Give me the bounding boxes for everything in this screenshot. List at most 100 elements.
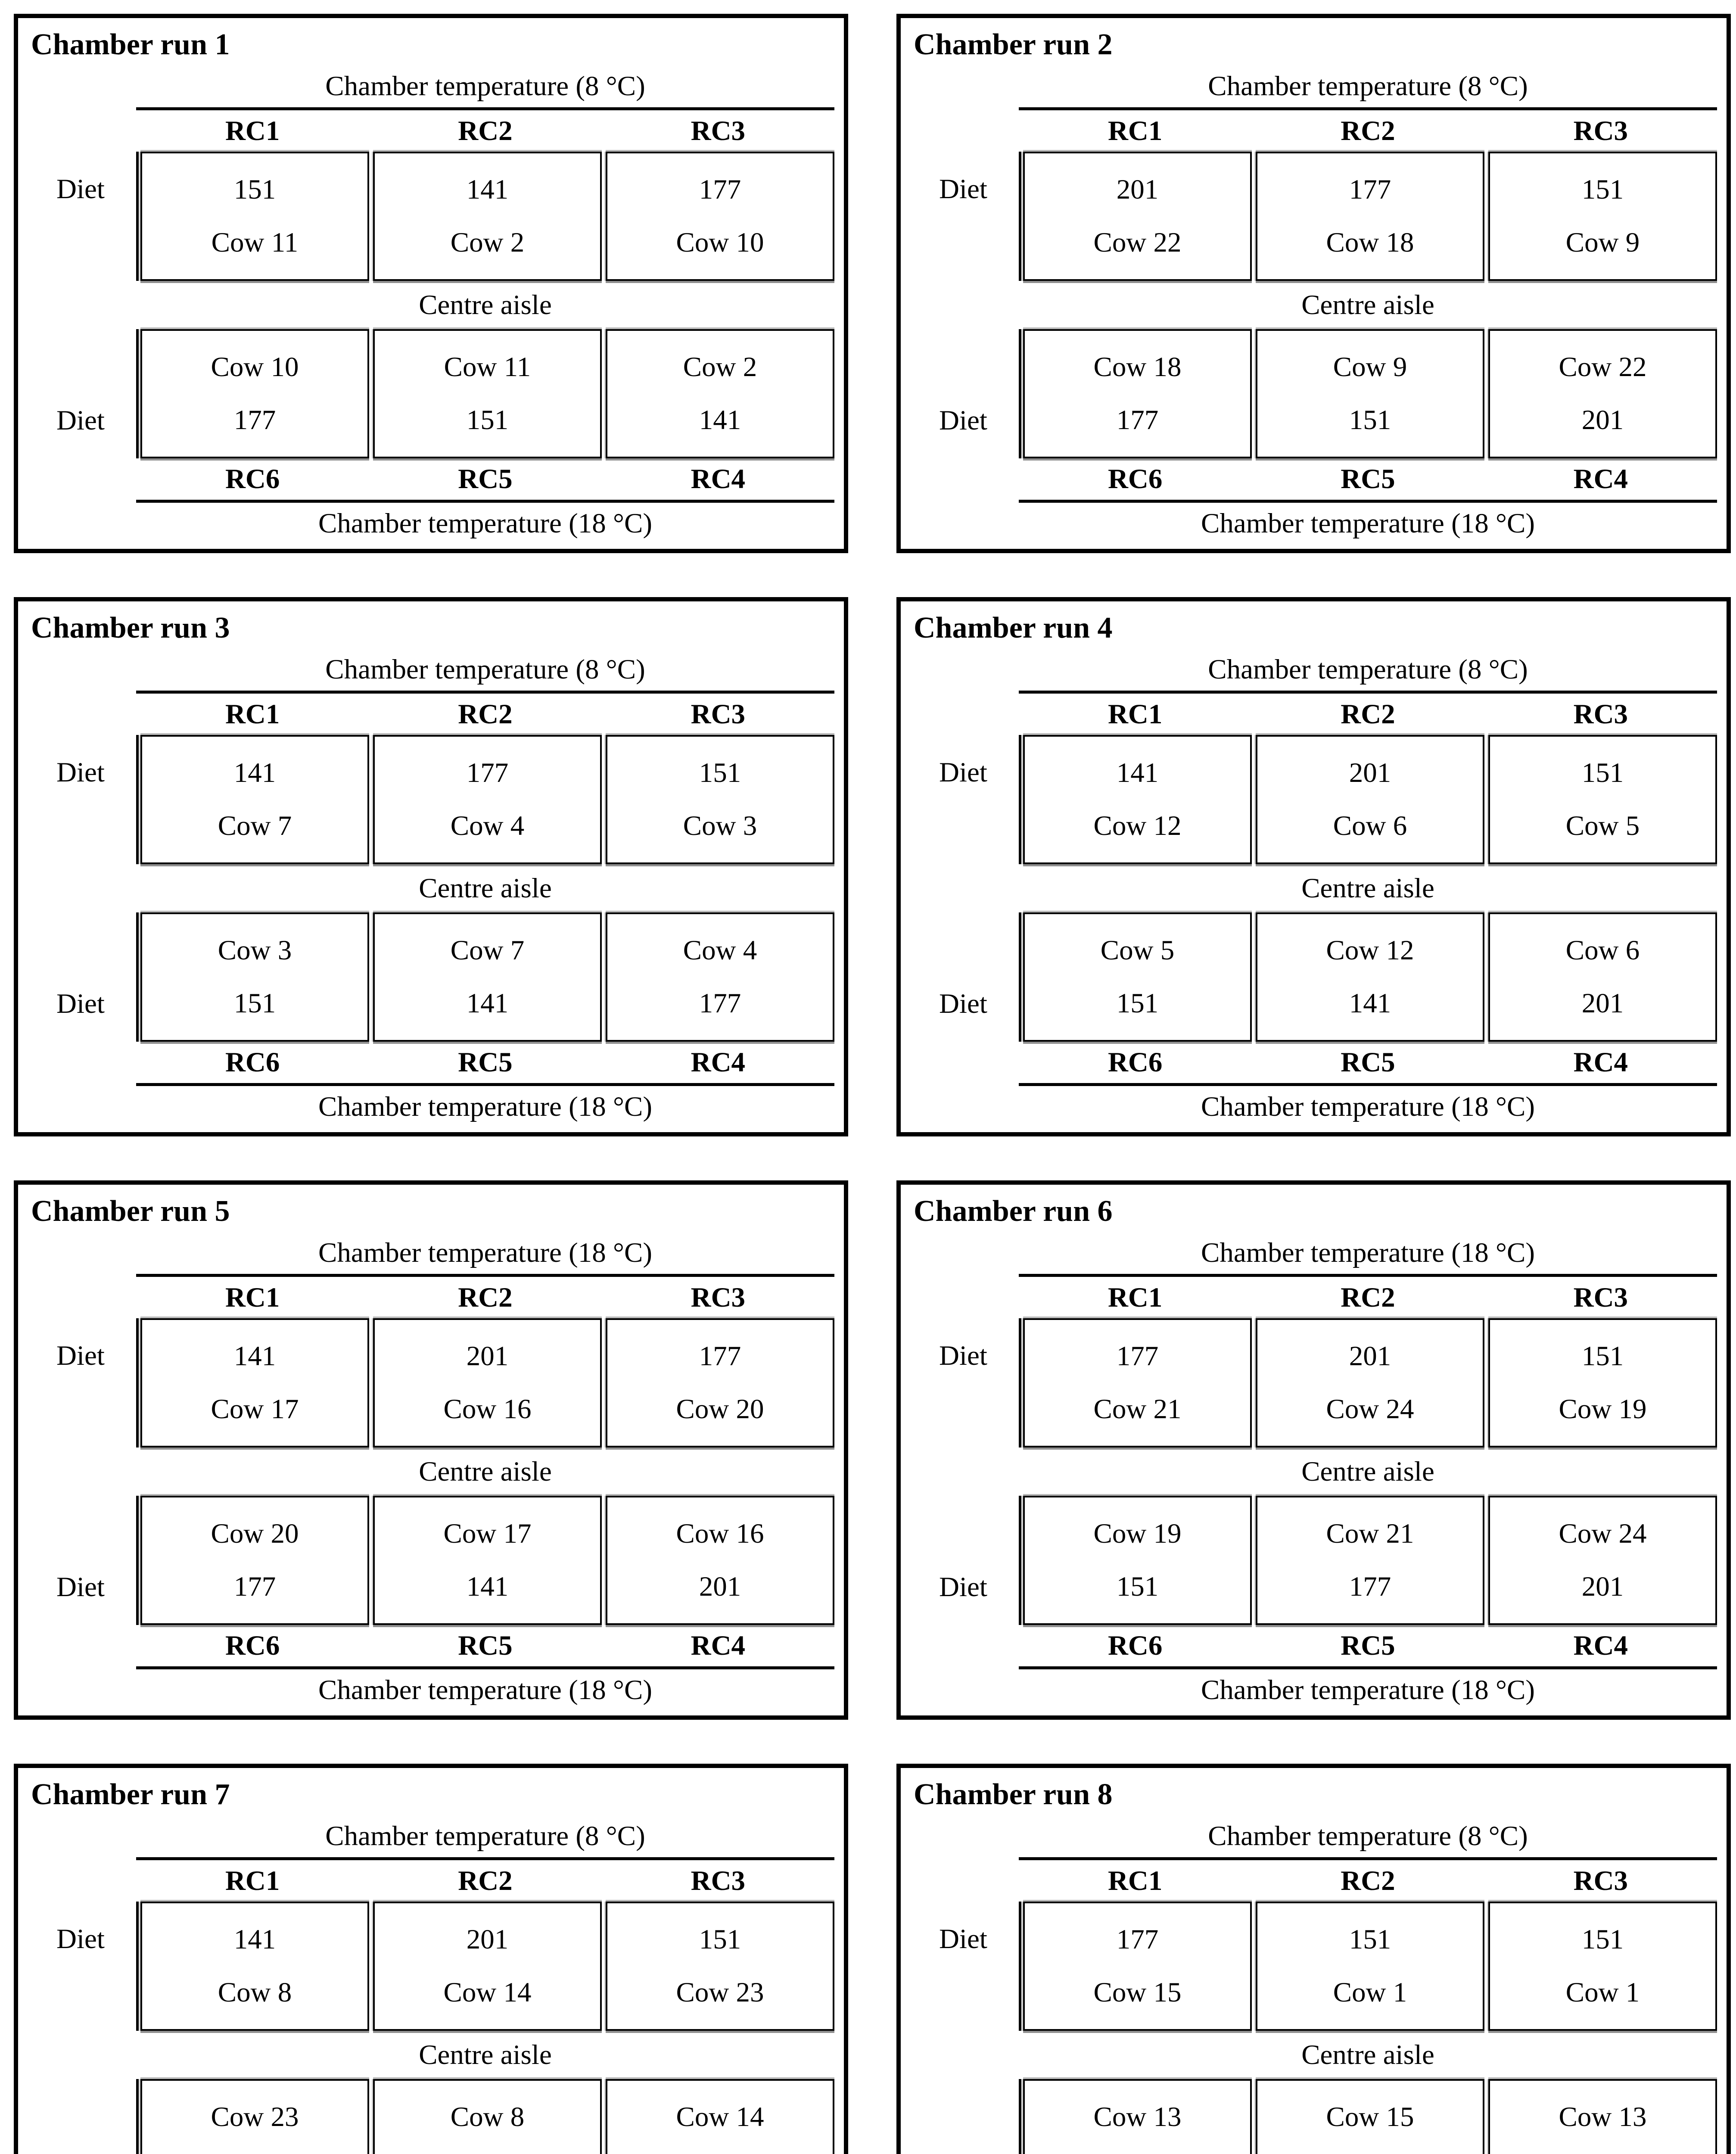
chamber-cell: Cow 9 151 bbox=[1256, 329, 1484, 458]
rc-header-row-bottom: RC6 RC5 RC4 bbox=[1019, 1625, 1717, 1666]
diet-value: 151 bbox=[1349, 404, 1391, 436]
rc-label: RC1 bbox=[225, 115, 280, 146]
chamber-cell-row-top: 141 Cow 8 201 Cow 14 151 Cow 23 bbox=[136, 1902, 834, 2031]
chamber-cell: Cow 6 201 bbox=[1488, 912, 1717, 1042]
chamber-run-panel: Chamber run 1 Chamber temperature (8 °C)… bbox=[14, 14, 848, 553]
chamber-temperature-top-label: Chamber temperature (18 °C) bbox=[136, 1232, 834, 1277]
cow-label: Cow 10 bbox=[676, 227, 764, 258]
chamber-cell: Cow 17 141 bbox=[373, 1496, 602, 1625]
chamber-cell: Cow 4 177 bbox=[606, 912, 834, 1042]
chamber-temperature-top-label: Chamber temperature (8 °C) bbox=[136, 649, 834, 694]
cow-label: Cow 22 bbox=[1093, 227, 1182, 258]
rc-label: RC5 bbox=[1341, 1630, 1395, 1661]
diet-label-bottom: Diet bbox=[939, 1572, 987, 1603]
chamber-cell: Cow 5 151 bbox=[1023, 912, 1252, 1042]
cow-label: Cow 14 bbox=[443, 1977, 532, 2008]
chamber-cell: Cow 21 177 bbox=[1256, 1496, 1484, 1625]
chamber-cell: Cow 15 177 bbox=[1256, 2079, 1484, 2154]
cow-label: Cow 5 bbox=[1565, 810, 1640, 841]
diet-value: 141 bbox=[466, 987, 509, 1019]
diet-label-top: Diet bbox=[939, 174, 987, 205]
chamber-cell: Cow 11 151 bbox=[373, 329, 602, 458]
rc-label: RC2 bbox=[1341, 115, 1395, 146]
rc-header-row-top: RC1 RC2 RC3 bbox=[1019, 110, 1717, 152]
rc-label: RC6 bbox=[1108, 1630, 1163, 1661]
rc-label: RC1 bbox=[225, 698, 280, 730]
diet-value: 201 bbox=[1581, 987, 1624, 1019]
cow-label: Cow 18 bbox=[1093, 352, 1182, 383]
chamber-temperature-bottom-label: Chamber temperature (18 °C) bbox=[1019, 500, 1717, 545]
panel-title: Chamber run 4 bbox=[914, 611, 1113, 644]
chamber-cell: 201 Cow 6 bbox=[1256, 735, 1484, 864]
chamber-layout-table: Chamber temperature (8 °C) RC1 RC2 RC3 D… bbox=[908, 1815, 1717, 2154]
cow-label: Cow 23 bbox=[676, 1977, 764, 2008]
diet-value: 141 bbox=[233, 1341, 276, 1372]
rc-label: RC4 bbox=[1573, 1046, 1628, 1078]
centre-aisle-label: Centre aisle bbox=[1301, 289, 1434, 321]
diet-value: 151 bbox=[1581, 757, 1624, 789]
cow-label: Cow 11 bbox=[444, 352, 531, 383]
chamber-cell-row-top: 177 Cow 15 151 Cow 1 151 Cow 1 bbox=[1019, 1902, 1717, 2031]
diet-label-bottom: Diet bbox=[56, 988, 105, 1019]
diet-label-bottom: Diet bbox=[939, 988, 987, 1019]
rc-label: RC6 bbox=[225, 1046, 280, 1078]
chamber-cell-row-bottom: Cow 10 177 Cow 11 151 Cow 2 141 bbox=[136, 329, 834, 458]
chamber-run-panel: Chamber run 7 Chamber temperature (8 °C)… bbox=[14, 1764, 848, 2154]
rc-label: RC6 bbox=[1108, 463, 1163, 495]
cow-label: Cow 2 bbox=[450, 227, 525, 258]
rc-label: RC2 bbox=[1341, 1865, 1395, 1896]
rc-label: RC3 bbox=[691, 698, 746, 730]
rc-label: RC4 bbox=[691, 463, 746, 495]
chamber-cell-row-top: 151 Cow 11 141 Cow 2 177 Cow 10 bbox=[136, 152, 834, 281]
rc-label: RC1 bbox=[225, 1865, 280, 1896]
chamber-run-panel: Chamber run 6 Chamber temperature (18 °C… bbox=[896, 1180, 1731, 1720]
diet-value: 151 bbox=[466, 404, 509, 436]
rc-label: RC4 bbox=[1573, 463, 1628, 495]
chamber-temperature-top-label: Chamber temperature (8 °C) bbox=[136, 65, 834, 110]
chamber-cell: Cow 23 151 bbox=[140, 2079, 369, 2154]
diet-value: 177 bbox=[699, 987, 741, 1019]
chamber-cell-row-bottom: Cow 13 201 Cow 15 177 Cow 13 201 bbox=[1019, 2079, 1717, 2154]
centre-aisle-label: Centre aisle bbox=[1301, 2039, 1434, 2070]
chamber-cell: Cow 18 177 bbox=[1023, 329, 1252, 458]
diet-value: 201 bbox=[699, 1571, 741, 1602]
rc-label: RC6 bbox=[1108, 1046, 1163, 1078]
rc-label: RC2 bbox=[458, 1865, 513, 1896]
rc-label: RC2 bbox=[1341, 698, 1395, 730]
cow-label: Cow 12 bbox=[1326, 935, 1414, 966]
cow-label: Cow 19 bbox=[1093, 1518, 1182, 1550]
cow-label: Cow 15 bbox=[1093, 1977, 1182, 2008]
rc-label: RC3 bbox=[1573, 115, 1628, 146]
panel-title: Chamber run 5 bbox=[31, 1195, 230, 1228]
diet-value: 141 bbox=[233, 1924, 276, 1955]
chamber-cell: 177 Cow 4 bbox=[373, 735, 602, 864]
rc-label: RC1 bbox=[1108, 698, 1163, 730]
diet-value: 201 bbox=[1116, 174, 1159, 205]
chamber-cell: 201 Cow 14 bbox=[373, 1902, 602, 2031]
diet-value: 201 bbox=[466, 1341, 509, 1372]
chamber-cell-row-top: 141 Cow 12 201 Cow 6 151 Cow 5 bbox=[1019, 735, 1717, 864]
diet-value: 151 bbox=[233, 987, 276, 1019]
diet-value: 177 bbox=[466, 757, 509, 789]
rc-label: RC5 bbox=[1341, 1046, 1395, 1078]
chamber-run-panel: Chamber run 2 Chamber temperature (8 °C)… bbox=[896, 14, 1731, 553]
rc-label: RC5 bbox=[458, 1046, 513, 1078]
cow-label: Cow 8 bbox=[218, 1977, 292, 2008]
chamber-cell: 177 Cow 15 bbox=[1023, 1902, 1252, 2031]
rc-header-row-bottom: RC6 RC5 RC4 bbox=[1019, 458, 1717, 500]
diet-value: 177 bbox=[233, 404, 276, 436]
diet-value: 141 bbox=[1349, 987, 1391, 1019]
rc-label: RC3 bbox=[691, 115, 746, 146]
diet-value: 141 bbox=[1116, 757, 1159, 789]
centre-aisle-label: Centre aisle bbox=[419, 872, 552, 904]
chamber-cell: Cow 12 141 bbox=[1256, 912, 1484, 1042]
chamber-temperature-bottom-label: Chamber temperature (18 °C) bbox=[136, 1083, 834, 1128]
diet-value: 201 bbox=[1581, 404, 1624, 436]
cow-label: Cow 2 bbox=[683, 352, 757, 383]
chamber-cell-row-bottom: Cow 23 151 Cow 8 141 Cow 14 201 bbox=[136, 2079, 834, 2154]
chamber-cell: Cow 24 201 bbox=[1488, 1496, 1717, 1625]
cow-label: Cow 4 bbox=[683, 935, 757, 966]
chamber-cell-row-top: 141 Cow 7 177 Cow 4 151 Cow 3 bbox=[136, 735, 834, 864]
diet-label-bottom: Diet bbox=[939, 405, 987, 436]
diet-value: 141 bbox=[466, 174, 509, 205]
